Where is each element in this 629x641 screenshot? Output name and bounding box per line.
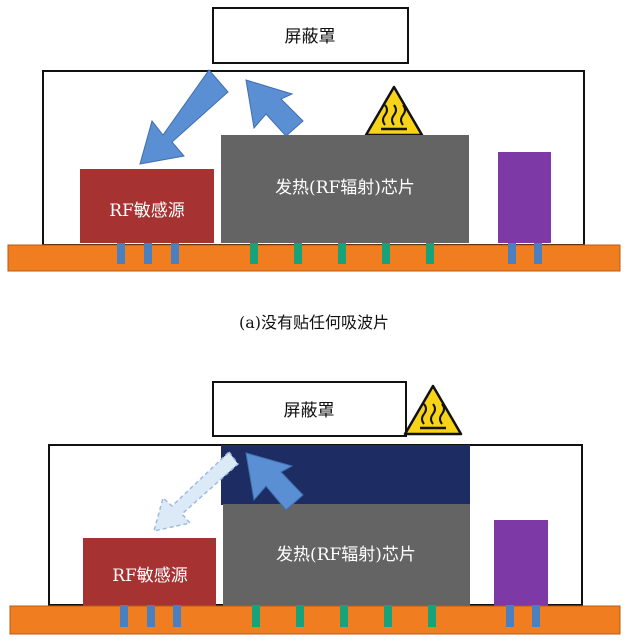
pin [250,243,258,264]
rf-sensitive-source [83,538,216,608]
pin [426,243,434,264]
pin [428,605,436,627]
reflection-arrow-up-left [245,79,304,137]
pin [120,605,128,627]
purple-component [498,152,551,243]
rf-sensitive-label: RF敏感源 [109,201,185,221]
pin [294,243,302,264]
pin [382,243,390,264]
hot-surface-warning-icon [403,384,463,436]
pin [508,243,516,264]
heating-chip-label: 发热(RF辐射)芯片 [276,545,416,565]
pin [338,243,346,264]
pin [252,605,260,627]
pcb-board [7,244,621,272]
heating-chip-label: 发热(RF辐射)芯片 [275,178,415,198]
heating-chip [221,135,469,243]
panel-b: 屏蔽罩 RF敏感源 发热(RF辐射)芯片 [9,381,621,635]
pin [147,605,155,627]
shield-label: 屏蔽罩 [285,27,336,47]
pin [384,605,392,627]
pin [506,605,514,627]
pin [144,243,152,264]
emission-arrow-down-left [139,69,229,165]
shield-label: 屏蔽罩 [284,401,335,421]
reflection-arrow-up-left [245,452,304,511]
pin [117,243,125,264]
attenuated-arrow-down-left [152,450,240,533]
pin [171,243,179,264]
rf-sensitive-source [80,169,214,243]
shield-label-box [212,381,407,437]
shield-label-box [212,7,409,64]
pin [532,605,540,627]
pin [340,605,348,627]
pin [173,605,181,627]
pcb-board [9,605,621,635]
caption-a: (a)没有贴任何吸波片 [239,313,389,332]
pin [534,243,542,264]
pin [296,605,304,627]
purple-component [494,520,548,608]
rf-sensitive-label: RF敏感源 [112,566,188,586]
panel-a: 屏蔽罩 RF敏感源 发热(RF辐射)芯片 (a)没有贴任何吸波片 [7,7,621,332]
heating-chip [223,504,470,608]
